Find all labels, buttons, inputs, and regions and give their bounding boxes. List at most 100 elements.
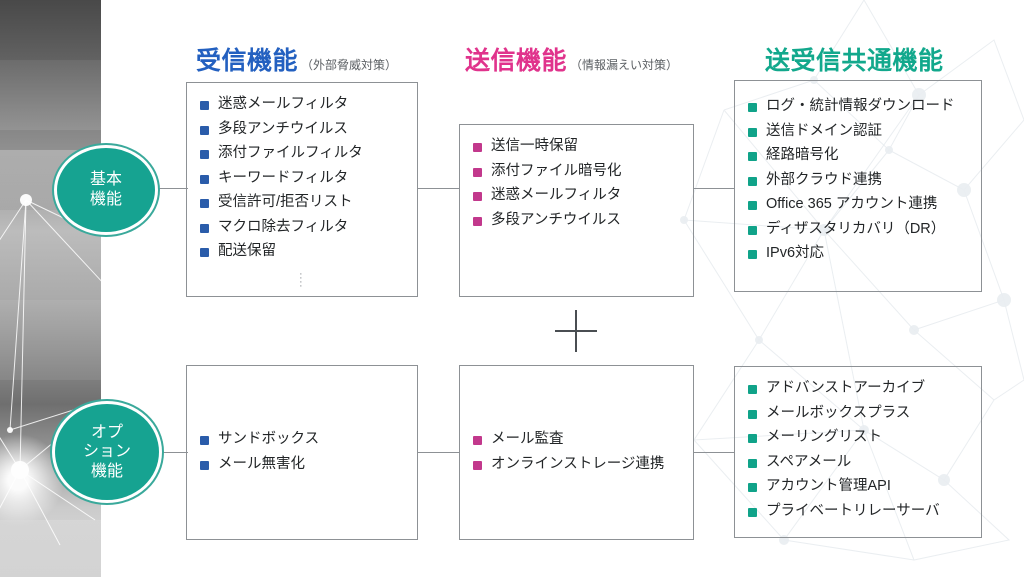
list-item-label: 経路暗号化 [766, 147, 839, 163]
column-heading-receive: 受信機能（外部脅威対策） [196, 41, 397, 77]
list-item-label: メーリングリスト [766, 429, 882, 445]
list-item: ログ・統計情報ダウンロード [748, 99, 955, 114]
network-overlay-left-icon [0, 194, 101, 546]
list-item-label: 多段アンチウイルス [491, 211, 621, 228]
bullet-square-icon [473, 436, 482, 445]
list-option-send: メール監査オンラインストレージ連携 [473, 432, 664, 481]
bullet-square-icon [748, 152, 757, 161]
connector-option-to-col1 [157, 452, 188, 453]
list-item: 添付ファイル暗号化 [473, 162, 622, 179]
bullet-square-icon [200, 101, 209, 110]
bullet-square-icon [748, 409, 757, 419]
list-item: キーワードフィルタ [200, 169, 363, 186]
bullet-square-icon [473, 143, 482, 152]
list-item: アカウント管理API [748, 479, 940, 494]
list-item: 多段アンチウイルス [200, 121, 363, 137]
list-item-label: 外部クラウド連携 [766, 171, 882, 188]
bullet-square-icon [473, 216, 482, 226]
network-overlay-right-icon [680, 0, 1024, 561]
list-item-label: 送信一時保留 [491, 138, 578, 154]
bullet-square-icon [748, 483, 757, 492]
badge-option-line-1: オプ [90, 423, 123, 441]
bullet-square-icon [200, 199, 209, 208]
list-item: アドバンストアーカイブ [748, 381, 940, 396]
list-item-label: 受信許可/拒否リスト [218, 194, 353, 210]
list-item: ディザスタリカバリ（DR） [748, 220, 955, 237]
badge-option-line-3: 機能 [90, 462, 123, 480]
list-item-label: サンドボックス [218, 431, 320, 447]
list-item-label: IPv6対応 [766, 245, 825, 261]
list-item: メールボックスプラス [748, 405, 940, 421]
list-item-label: ディザスタリカバリ（DR） [766, 220, 946, 237]
list-item-label: 添付ファイル暗号化 [491, 162, 622, 179]
list-item: メール監査 [473, 432, 664, 447]
list-option-receive: サンドボックスメール無害化 [200, 432, 319, 481]
list-item-label: 迷惑メールフィルタ [491, 187, 622, 203]
bullet-square-icon [200, 150, 209, 159]
bullet-square-icon [200, 174, 209, 184]
list-item: マクロ除去フィルタ [200, 218, 363, 235]
bullet-square-icon [748, 458, 757, 468]
list-item: 外部クラウド連携 [748, 171, 955, 188]
column-title-receive: 受信機能 [196, 47, 299, 75]
list-item-label: Office 365 アカウント連携 [766, 196, 938, 212]
panel-basic-common [734, 80, 982, 292]
bullet-square-icon [748, 507, 757, 517]
list-item: メール無害化 [200, 455, 319, 472]
bullet-square-icon [748, 127, 757, 137]
column-title-common: 送受信共通機能 [765, 47, 944, 75]
list-item: 添付ファイルフィルタ [200, 146, 363, 161]
list-item-label: 添付ファイルフィルタ [218, 145, 363, 161]
badge-option-line-2: ション [82, 443, 131, 461]
list-item: 迷惑メールフィルタ [473, 188, 622, 203]
list-item-label: オンラインストレージ連携 [491, 455, 665, 472]
panel-option-receive [186, 365, 418, 540]
connector-col2-to-col3 [693, 188, 735, 189]
connector-col1-to-col2 [417, 188, 460, 189]
list-item: 送信ドメイン認証 [748, 123, 955, 139]
list-item-label: 迷惑メールフィルタ [218, 96, 349, 112]
list-item: 送信一時保留 [473, 139, 622, 154]
list-item: プライベートリレーサーバ [748, 503, 940, 519]
list-basic-receive: 迷惑メールフィルタ多段アンチウイルス添付ファイルフィルタキーワードフィルタ受信許… [200, 97, 363, 269]
bullet-square-icon [473, 167, 482, 177]
bullet-square-icon [200, 436, 209, 445]
column-subtitle-receive: （外部脅威対策） [301, 58, 398, 72]
list-item-label: ログ・統計情報ダウンロード [766, 98, 955, 114]
list-item: スペアメール [748, 454, 940, 470]
bullet-square-icon [748, 250, 757, 259]
list-item-label: アカウント管理API [766, 478, 891, 494]
list-item-label: マクロ除去フィルタ [218, 218, 349, 235]
bullet-square-icon [200, 125, 209, 135]
list-item-label: キーワードフィルタ [218, 169, 349, 186]
connector-col2-to-col3-bottom [693, 452, 735, 453]
panel-basic-send [459, 124, 694, 297]
bullet-square-icon [748, 176, 757, 186]
badge-basic-line-1: 基本 [89, 171, 122, 189]
bullet-square-icon [200, 460, 209, 470]
list-basic-send: 送信一時保留添付ファイル暗号化迷惑メールフィルタ多段アンチウイルス [473, 139, 622, 237]
list-item: 配送保留 [200, 244, 363, 259]
ellipsis-vertical-icon: ···· [299, 268, 303, 292]
column-heading-common: 送受信共通機能 [765, 41, 947, 77]
bullet-square-icon [200, 223, 209, 233]
badge-basic-line-2: 機能 [89, 191, 122, 208]
column-subtitle-send: （情報漏えい対策） [570, 58, 679, 72]
list-item: 経路暗号化 [748, 148, 955, 163]
column-heading-send: 送信機能（情報漏えい対策） [465, 41, 678, 77]
bullet-square-icon [473, 460, 482, 470]
list-item-label: メール無害化 [218, 455, 305, 472]
list-item: 受信許可/拒否リスト [200, 195, 363, 210]
list-item: サンドボックス [200, 432, 319, 447]
connector-basic-to-col1 [155, 188, 188, 189]
list-item: 迷惑メールフィルタ [200, 97, 363, 112]
list-item: Office 365 アカウント連携 [748, 197, 955, 212]
panel-option-common [734, 366, 982, 538]
bullet-square-icon [200, 248, 209, 257]
bullet-square-icon [748, 103, 757, 112]
bullet-square-icon [748, 385, 757, 394]
list-item: オンラインストレージ連携 [473, 455, 665, 472]
list-item: IPv6対応 [748, 246, 955, 261]
badge-option-functions: オプ ション 機能 [55, 404, 159, 500]
